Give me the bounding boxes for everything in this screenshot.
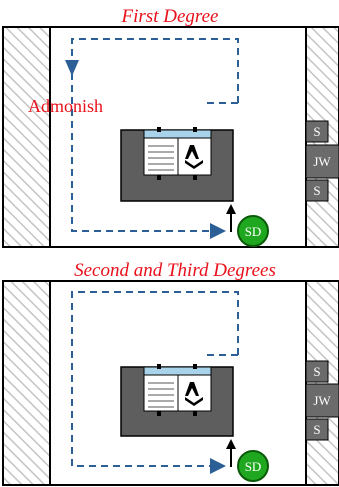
altar bbox=[120, 127, 234, 202]
deacon-label: SD bbox=[245, 224, 262, 239]
admonish-label: Admonish bbox=[28, 96, 103, 116]
book-left-page bbox=[143, 374, 179, 412]
left-wall bbox=[2, 280, 51, 486]
panel-heading: First Degree bbox=[121, 6, 219, 27]
rod-tip-icon bbox=[226, 204, 236, 214]
station-s-top: S bbox=[305, 120, 329, 143]
deacon-label: SD bbox=[245, 459, 262, 474]
circumambulation-path bbox=[71, 38, 239, 232]
senior-deacon-marker: SD bbox=[226, 439, 269, 482]
book-left-page bbox=[143, 137, 179, 176]
square-and-compasses-icon bbox=[185, 382, 203, 406]
right-wall bbox=[305, 280, 339, 486]
rod-tip-icon bbox=[226, 439, 236, 449]
book-right-page bbox=[177, 137, 212, 176]
direction-arrow-icon bbox=[65, 60, 79, 76]
direction-arrow-icon bbox=[210, 223, 226, 239]
station-label: JW bbox=[313, 154, 331, 169]
left-wall bbox=[2, 26, 51, 248]
station-jw: JW bbox=[305, 383, 339, 418]
station-label: S bbox=[313, 422, 320, 437]
panel-heading: Second and Third Degrees bbox=[74, 260, 276, 281]
circumambulation-path bbox=[71, 291, 239, 467]
altar bbox=[120, 364, 234, 437]
station-label: S bbox=[313, 364, 320, 379]
station-label: S bbox=[313, 124, 320, 139]
station-s-bottom: S bbox=[305, 179, 329, 202]
senior-deacon-marker: SD bbox=[226, 204, 269, 247]
direction-arrow-icon bbox=[210, 458, 226, 474]
station-s-bottom: S bbox=[305, 418, 329, 441]
station-s-top: S bbox=[305, 360, 329, 383]
station-label: S bbox=[313, 183, 320, 198]
panel-first-degree: First Degree S JW S bbox=[2, 6, 339, 248]
panel-second-third-degrees: Second and Third Degrees S JW S bbox=[2, 260, 339, 486]
book-cover bbox=[143, 366, 212, 376]
station-jw: JW bbox=[305, 144, 339, 179]
station-label: JW bbox=[313, 393, 331, 408]
book-cover bbox=[143, 129, 212, 139]
square-and-compasses-icon bbox=[185, 145, 203, 169]
